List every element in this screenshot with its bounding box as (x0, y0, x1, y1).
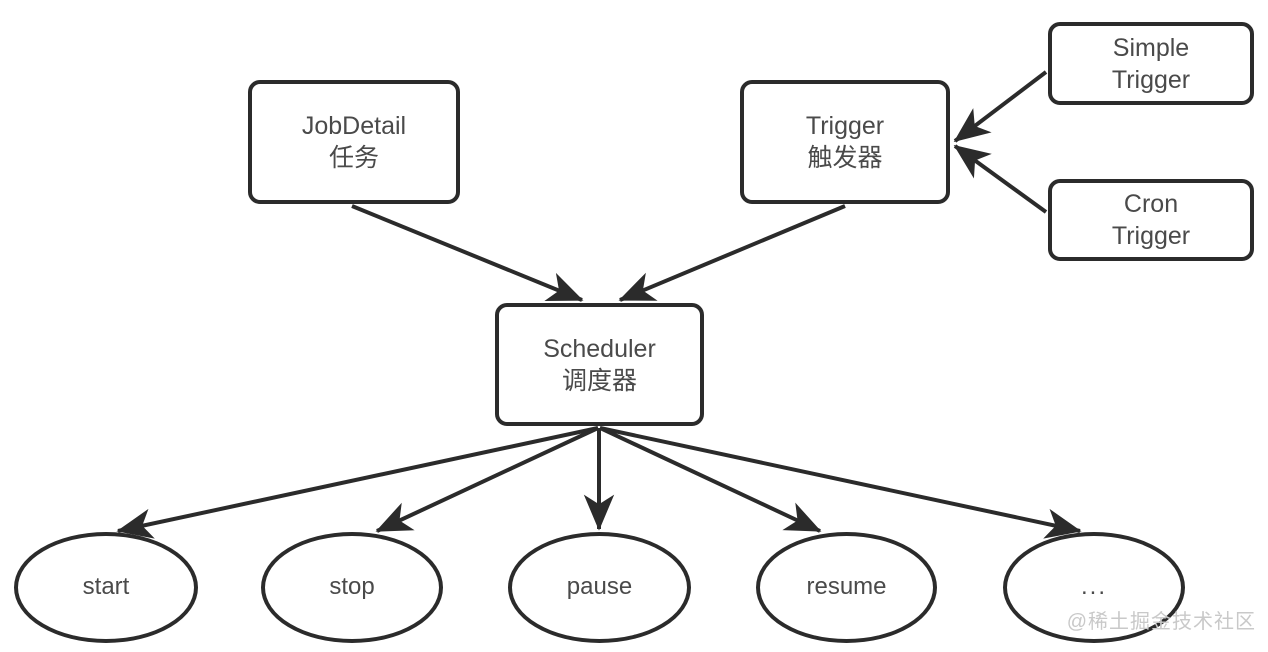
node-trigger-label-en: Trigger (805, 112, 885, 140)
node-stop[interactable]: stop (261, 532, 443, 643)
node-jobdetail-label-zh: 任务 (328, 144, 379, 172)
node-simple-trigger-label-line2: Trigger (1111, 65, 1191, 94)
node-stop-label: stop (329, 573, 375, 601)
node-jobdetail[interactable]: JobDetail 任务 (248, 80, 460, 204)
node-pause[interactable]: pause (508, 532, 691, 643)
watermark: @稀土掘金技术社区 (1066, 611, 1256, 633)
node-simple-trigger-label-line1: Simple (1112, 33, 1190, 62)
node-trigger-label-zh: 触发器 (807, 144, 883, 172)
edge-scheduler-resume (599, 426, 822, 533)
node-resume-label: resume (806, 573, 887, 601)
edge-scheduler-start (116, 426, 599, 539)
node-trigger[interactable]: Trigger 触发器 (740, 80, 950, 204)
node-more-label: ... (1080, 573, 1107, 601)
edge-scheduler-more (599, 426, 1082, 539)
node-start-label: start (82, 573, 130, 601)
edge-simpletrigger-trigger (953, 70, 1048, 143)
node-scheduler[interactable]: Scheduler 调度器 (495, 303, 704, 426)
node-more[interactable]: ... (1003, 532, 1185, 643)
node-cron-trigger-label-line2: Trigger (1111, 222, 1191, 250)
node-cron-trigger-label-line1: Cron (1123, 190, 1179, 218)
node-scheduler-label-zh: 调度器 (561, 366, 637, 395)
edge-jobdetail-scheduler (351, 204, 584, 302)
node-start[interactable]: start (14, 532, 198, 643)
node-jobdetail-label-en: JobDetail (301, 112, 407, 140)
node-cron-trigger[interactable]: Cron Trigger (1048, 179, 1254, 261)
node-scheduler-label-en: Scheduler (543, 334, 656, 363)
edge-trigger-scheduler (618, 204, 846, 302)
node-resume[interactable]: resume (756, 532, 937, 643)
node-simple-trigger[interactable]: Simple Trigger (1048, 22, 1254, 105)
edge-scheduler-stop (375, 426, 599, 533)
edge-crontrigger-trigger (953, 144, 1048, 214)
node-pause-label: pause (566, 573, 633, 601)
